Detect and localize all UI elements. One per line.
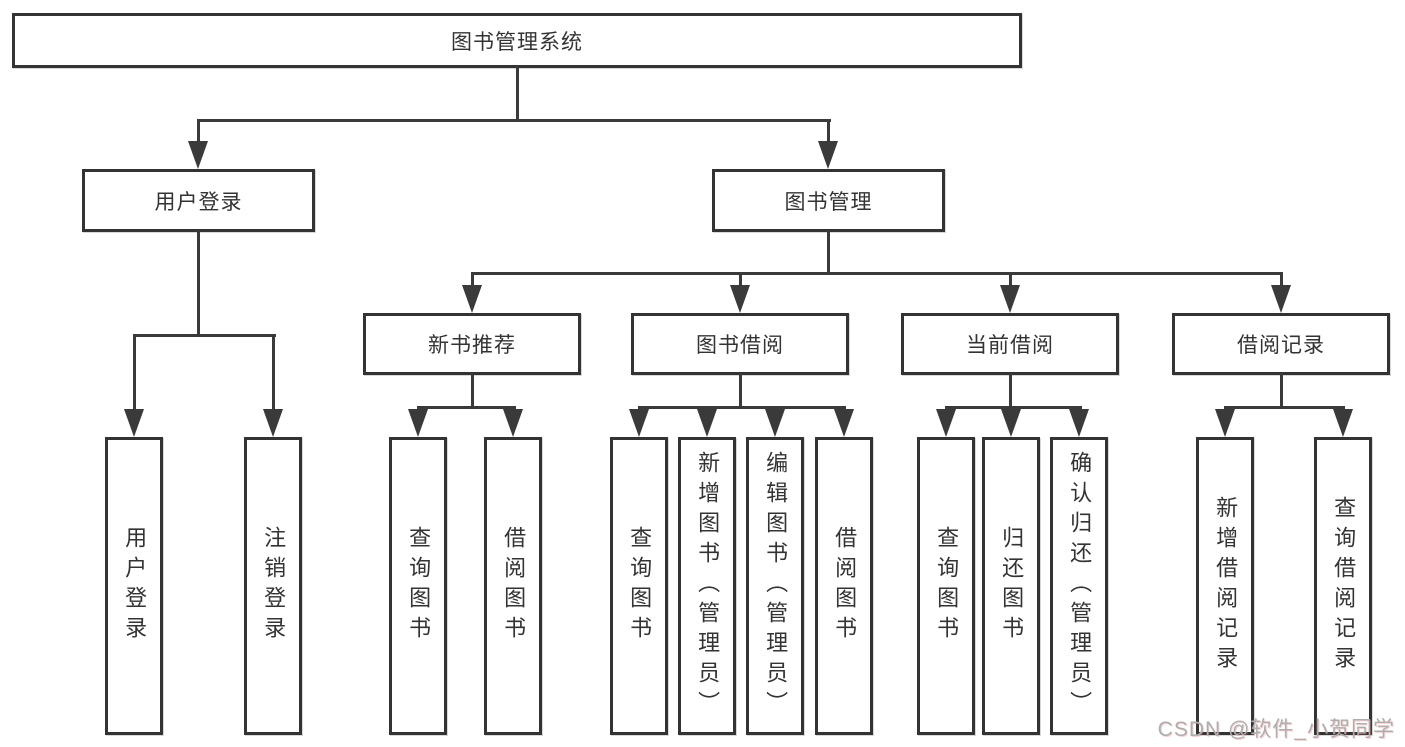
connector-line: [1279, 272, 1283, 292]
arrowhead-down-icon: [1069, 409, 1089, 437]
arrowhead-down-icon: [834, 409, 854, 437]
leaf-logout: 注销登录: [244, 437, 302, 735]
connector-line: [515, 66, 519, 120]
leaf-label: 新增图书（管理员）: [695, 451, 721, 721]
leaf-records-query-record: 查询借阅记录: [1314, 437, 1372, 735]
node-borrowing-records: 借阅记录: [1172, 313, 1390, 375]
connector-line: [196, 119, 831, 122]
connector-line: [1223, 406, 1345, 409]
node-book-borrowing: 图书借阅: [631, 313, 849, 375]
node-book-management-label: 图书管理: [784, 190, 873, 214]
connector-line: [196, 119, 200, 151]
connector-line: [470, 272, 1283, 275]
connector-line: [132, 334, 276, 337]
leaf-label: 确认归还（管理员）: [1067, 451, 1093, 721]
leaf-label: 借阅图书: [501, 526, 527, 646]
leaf-label: 新增借阅记录: [1213, 496, 1239, 676]
arrowhead-down-icon: [936, 409, 956, 437]
leaf-borrowing-borrow-books: 借阅图书: [815, 437, 873, 735]
leaf-current-return-books: 归还图书: [982, 437, 1040, 735]
leaf-current-confirm-return-admin: 确认归还（管理员）: [1050, 437, 1108, 735]
connector-line: [826, 119, 830, 151]
connector-line: [1008, 373, 1012, 409]
leaf-label: 查询图书: [934, 526, 960, 646]
arrowhead-down-icon: [263, 409, 283, 437]
arrowhead-down-icon: [188, 141, 208, 169]
node-borrowing-records-label: 借阅记录: [1237, 334, 1325, 357]
leaf-label: 用户登录: [122, 526, 148, 646]
arrowhead-down-icon: [1001, 409, 1021, 437]
connector-line: [826, 230, 830, 275]
leaf-label: 注销登录: [261, 526, 287, 646]
connector-line: [738, 272, 742, 292]
leaf-current-query-books: 查询图书: [917, 437, 975, 735]
leaf-borrowing-edit-books-admin: 编辑图书（管理员）: [746, 437, 804, 735]
arrowhead-down-icon: [124, 409, 144, 437]
arrowhead-down-icon: [1271, 285, 1291, 313]
connector-line: [271, 334, 275, 414]
node-root-label: 图书管理系统: [451, 30, 583, 54]
node-root: 图书管理系统: [12, 13, 1022, 68]
arrowhead-down-icon: [1333, 409, 1353, 437]
node-book-management: 图书管理: [712, 169, 945, 232]
arrowhead-down-icon: [1000, 285, 1020, 313]
connector-line: [470, 272, 474, 292]
arrowhead-down-icon: [818, 141, 838, 169]
node-current-borrowing-label: 当前借阅: [966, 334, 1054, 357]
leaf-user-login: 用户登录: [105, 437, 163, 735]
node-book-borrowing-label: 图书借阅: [696, 334, 784, 357]
csdn-watermark: CSDN @软件_小贺同学: [1157, 718, 1395, 741]
arrowhead-down-icon: [1215, 409, 1235, 437]
leaf-newrec-borrow-books: 借阅图书: [484, 437, 542, 735]
node-user-login-label: 用户登录: [154, 190, 243, 214]
arrowhead-down-icon: [765, 409, 785, 437]
leaf-newrec-query-books: 查询图书: [389, 437, 447, 735]
node-current-borrowing: 当前借阅: [901, 313, 1119, 375]
leaf-label: 借阅图书: [832, 526, 858, 646]
node-user-login: 用户登录: [82, 169, 315, 232]
leaf-label: 查询借阅记录: [1331, 496, 1357, 676]
leaf-label: 查询图书: [406, 526, 432, 646]
connector-line: [1279, 373, 1283, 409]
leaf-label: 编辑图书（管理员）: [763, 451, 789, 721]
leaf-label: 归还图书: [999, 526, 1025, 646]
leaf-records-add-record: 新增借阅记录: [1196, 437, 1254, 735]
leaf-borrowing-query-books: 查询图书: [610, 437, 668, 735]
leaf-label: 查询图书: [627, 526, 653, 646]
arrowhead-down-icon: [408, 409, 428, 437]
connector-line: [738, 373, 742, 409]
connector-line: [416, 406, 516, 409]
arrowhead-down-icon: [730, 285, 750, 313]
arrowhead-down-icon: [462, 285, 482, 313]
arrowhead-down-icon: [629, 409, 649, 437]
connector-line: [196, 230, 200, 337]
connector-line: [132, 334, 136, 414]
connector-line: [470, 373, 474, 409]
arrowhead-down-icon: [503, 409, 523, 437]
node-new-book-recommend-label: 新书推荐: [428, 334, 516, 357]
node-new-book-recommend: 新书推荐: [363, 313, 581, 375]
connector-line: [944, 406, 1082, 409]
arrowhead-down-icon: [697, 409, 717, 437]
leaf-borrowing-add-books-admin: 新增图书（管理员）: [678, 437, 736, 735]
connector-line: [637, 406, 846, 409]
connector-line: [1008, 272, 1012, 292]
